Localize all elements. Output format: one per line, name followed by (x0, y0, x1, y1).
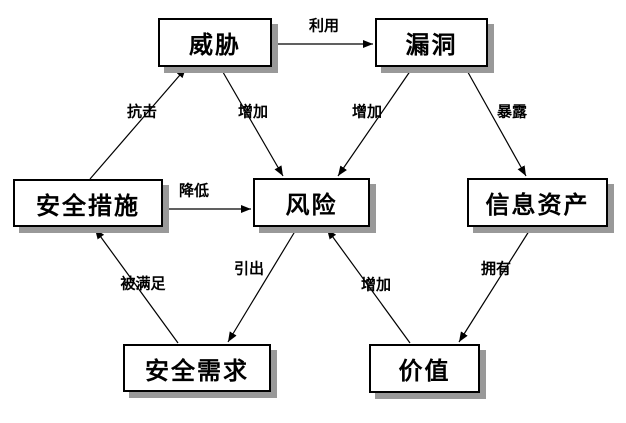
node-security-requirements: 安全需求 (123, 344, 271, 392)
node-threat-label: 威胁 (189, 31, 241, 59)
node-security-measures: 安全措施 (13, 179, 163, 227)
edge-value-increase-label: 增加 (360, 275, 392, 294)
node-risk-label: 风险 (285, 191, 338, 219)
node-vulnerability: 漏洞 (375, 18, 488, 67)
node-risk: 风险 (253, 178, 370, 227)
node-threat: 威胁 (158, 18, 272, 67)
node-information-assets-label: 信息资产 (485, 191, 590, 219)
edge-be-satisfied-arrow (94, 228, 179, 344)
edge-threat-increase-label: 增加 (237, 102, 269, 121)
node-security-measures-label: 安全措施 (36, 191, 140, 220)
edge-reduce-label: 降低 (178, 181, 210, 200)
node-value-label: 价值 (398, 357, 451, 385)
node-information-assets: 信息资产 (467, 178, 608, 227)
edge-derive-arrow (227, 227, 298, 343)
edge-own-label: 拥有 (480, 259, 512, 278)
edge-vulnerability-increase-label: 增加 (351, 102, 383, 121)
edge-resist-label: 抗击 (126, 102, 158, 121)
edge-derive-label: 引出 (233, 259, 265, 278)
edge-expose-label: 暴露 (496, 102, 528, 121)
edge-value-increase-arrow (326, 228, 411, 344)
edge-own-arrow (458, 227, 532, 343)
edge-resist-arrow (89, 67, 187, 180)
edge-threat-increase-arrow (219, 66, 284, 177)
node-security-requirements-label: 安全需求 (145, 356, 249, 385)
edge-be-satisfied-label: 被满足 (120, 274, 166, 293)
edge-exploit-label: 利用 (308, 16, 340, 35)
node-vulnerability-label: 漏洞 (405, 31, 458, 59)
edge-vulnerability-increase-arrow (337, 66, 414, 177)
node-value: 价值 (369, 344, 480, 393)
edge-expose-arrow (464, 66, 527, 177)
